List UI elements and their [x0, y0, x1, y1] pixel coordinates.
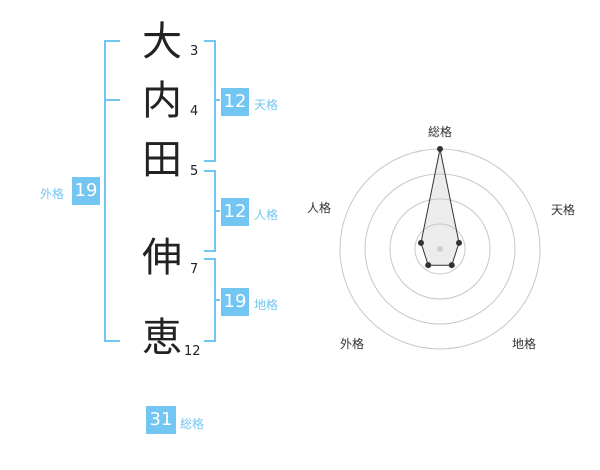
radar-series-polygon — [420, 148, 460, 266]
soukaku-label: 総格 — [180, 417, 205, 431]
stroke-count-1: 3 — [190, 44, 199, 59]
radar-axis-label-5: 人格 — [307, 200, 331, 215]
radar-ring-1 — [414, 223, 466, 275]
gaikaku-label: 外格 — [40, 187, 65, 201]
radar-ring-2 — [389, 198, 491, 300]
stroke-count-4: 7 — [190, 262, 199, 277]
kanji-1: 大 — [142, 19, 182, 65]
chikaku-value: 19 — [221, 288, 249, 316]
radar-center-dot — [437, 246, 443, 252]
radar-ring-3 — [364, 173, 516, 325]
radar-point-1 — [437, 146, 443, 152]
chikaku-bracket-tick — [214, 299, 220, 301]
radar-axis-label-1: 総格 — [428, 124, 452, 139]
kanji-2: 内 — [142, 78, 182, 124]
radar-point-3 — [448, 262, 455, 269]
tenkaku-value: 12 — [221, 88, 249, 116]
chikaku-label: 地格 — [254, 298, 279, 312]
radar-point-4 — [425, 262, 432, 269]
tenkaku-bracket — [204, 40, 216, 162]
gaikaku-value: 19 — [72, 177, 100, 205]
radar-point-2 — [456, 239, 463, 246]
stroke-count-5: 12 — [184, 344, 201, 359]
radar-point-5 — [417, 239, 424, 246]
jinkaku-bracket-tick — [214, 210, 220, 212]
radar-axis-label-2: 天格 — [551, 202, 575, 217]
soukaku-value: 31 — [146, 406, 176, 434]
stroke-count-2: 4 — [190, 104, 199, 119]
jinkaku-value: 12 — [221, 198, 249, 226]
tenkaku-label: 天格 — [254, 98, 279, 112]
kanji-5: 恵 — [142, 315, 182, 361]
kanji-4: 伸 — [142, 235, 182, 281]
gaikaku-bracket — [104, 40, 120, 342]
tenkaku-bracket-tick — [214, 99, 220, 101]
radar-axis-label-4: 外格 — [340, 336, 364, 351]
jinkaku-label: 人格 — [254, 208, 279, 222]
kanji-3: 田 — [142, 137, 182, 183]
radar-axis-label-3: 地格 — [512, 336, 536, 351]
gaikaku-bracket-tick — [106, 99, 120, 101]
stroke-count-3: 5 — [190, 164, 199, 179]
